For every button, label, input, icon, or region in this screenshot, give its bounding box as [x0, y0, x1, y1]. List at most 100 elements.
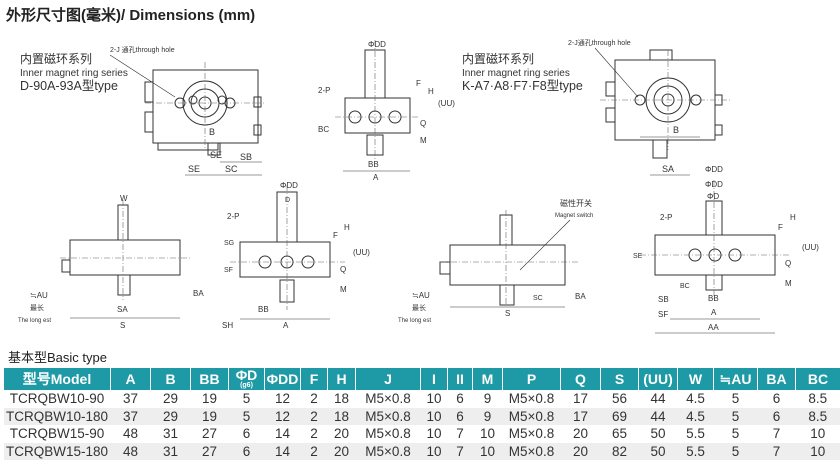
dim-label: (UU) — [353, 248, 370, 257]
dim-label: SA — [117, 305, 128, 314]
table-cell: 29 — [162, 391, 179, 407]
table-cell: TCRQBW15-90 — [9, 426, 105, 442]
table-cell: 4.5 — [686, 391, 705, 407]
column-header-label: S — [614, 371, 625, 387]
series-en-label: Inner magnet ring series — [462, 68, 570, 79]
drawing-top-view-d-type: 内置磁环系列 Inner magnet ring series D-90A-93… — [20, 45, 265, 176]
dim-label: W — [120, 194, 128, 203]
table-cell: 19 — [190, 407, 229, 425]
dim-label: M — [340, 285, 347, 294]
table-cell: M5×0.8 — [365, 426, 411, 442]
table-cell: 18 — [327, 407, 356, 425]
column-header-label: I — [432, 371, 436, 387]
dim-label: D — [285, 197, 290, 204]
table-cell: 20 — [572, 426, 589, 442]
table-cell: 17 — [572, 391, 589, 407]
dim-label: SA — [662, 164, 674, 174]
dim-label: H — [428, 87, 434, 96]
dim-label: 2-P — [660, 213, 672, 222]
dim-label: BA — [575, 292, 586, 301]
dim-label: SG — [224, 240, 234, 247]
table-cell: 2 — [310, 426, 318, 442]
dim-label: A — [283, 321, 289, 330]
dim-label: BB — [368, 160, 379, 169]
column-header-label: B — [165, 371, 176, 387]
drawing-front-view-right: ΦDD ΦD 2-P SE F H (UU) Q M BC BB SB SF A… — [633, 180, 819, 334]
column-header: B — [150, 368, 191, 390]
dim-label: BB — [258, 305, 269, 314]
table-cell: 10 — [479, 426, 496, 442]
table-cell: 56 — [611, 391, 628, 407]
table-cell: 12 — [264, 407, 301, 425]
table-cell: 31 — [162, 426, 179, 442]
column-header: S — [600, 368, 639, 390]
column-header-label: ΦD — [235, 367, 258, 383]
dim-label: B — [673, 125, 679, 135]
dim-label: SE — [188, 164, 200, 174]
dim-label: SE — [633, 253, 643, 260]
table-cell: 14 — [264, 442, 301, 460]
column-header: ≒AU — [713, 368, 758, 390]
table-cell: 4.5 — [677, 407, 714, 425]
table-cell: 17 — [560, 407, 601, 425]
column-header: ΦDD — [264, 368, 301, 390]
table-cell: 9 — [483, 391, 492, 407]
dim-label: SH — [222, 321, 233, 330]
switch-cn-label: 磁性开关 — [560, 198, 592, 208]
drawing-front-view: ΦDD 2-P BC BB A F H (UU) Q M — [318, 40, 455, 182]
table-cell: 37 — [122, 391, 139, 407]
dim-label: F — [778, 223, 783, 232]
table-cell: 9 — [472, 407, 503, 425]
column-header-label: BC — [807, 371, 829, 387]
table-cell: 5 — [242, 391, 251, 407]
column-header: P — [502, 368, 561, 390]
dim-label: H — [790, 213, 796, 222]
column-header: M — [472, 368, 503, 390]
dim-label: ≒AU — [30, 291, 48, 300]
dim-label: B — [209, 127, 215, 137]
column-header: W — [677, 368, 714, 390]
hole-label: 2-J 通孔through hole — [110, 45, 175, 54]
table-cell: 48 — [110, 442, 151, 460]
table-cell: 6 — [456, 391, 464, 407]
table-cell: 12 — [274, 391, 291, 407]
column-header: A — [110, 368, 151, 390]
table-cell: 6 — [228, 442, 265, 460]
dim-label: SF — [658, 310, 668, 319]
column-header: Q — [560, 368, 601, 390]
column-header: ΦD(g6) — [228, 367, 265, 390]
table-cell: 8.5 — [808, 391, 828, 407]
table-cell: 27 — [190, 442, 229, 460]
table-cell: 6 — [757, 407, 796, 425]
table-cell: M5×0.8 — [355, 442, 421, 460]
column-header: J — [355, 368, 421, 390]
tolerance-label: (g6) — [240, 382, 253, 389]
column-header-label: BA — [766, 371, 787, 387]
dim-label: S — [505, 309, 510, 318]
table-cell: 5.5 — [677, 442, 714, 460]
table-cell: 7 — [447, 442, 473, 460]
table-cell: 6 — [447, 407, 473, 425]
dim-label: F — [333, 231, 338, 240]
column-header-label: A — [125, 371, 136, 387]
table-cell: 14 — [274, 426, 291, 442]
dim-label: SC — [225, 164, 238, 174]
dim-label: ΦD — [707, 192, 719, 201]
table-cell: 48 — [122, 426, 139, 442]
table-cell: 29 — [150, 407, 191, 425]
table-cell: 2 — [300, 442, 328, 460]
drawing-side-view-switch: 磁性开关 Magnet switch BA SC ≒AU 最长 The long… — [398, 198, 593, 324]
dim-label: SB — [658, 295, 669, 304]
table-cell: M5×0.8 — [508, 426, 555, 442]
column-header: I — [420, 368, 448, 390]
table-cell: 44 — [638, 407, 678, 425]
table-cell: 37 — [110, 407, 151, 425]
table-cell: TCRQBW10-180 — [3, 407, 111, 425]
table-cell: 50 — [650, 426, 666, 442]
dim-label: A — [373, 173, 379, 182]
drawing-top-view-k-type: 内置磁环系列 Inner magnet ring series K-A7·A8·… — [462, 38, 730, 176]
table-cell: 27 — [201, 426, 218, 442]
